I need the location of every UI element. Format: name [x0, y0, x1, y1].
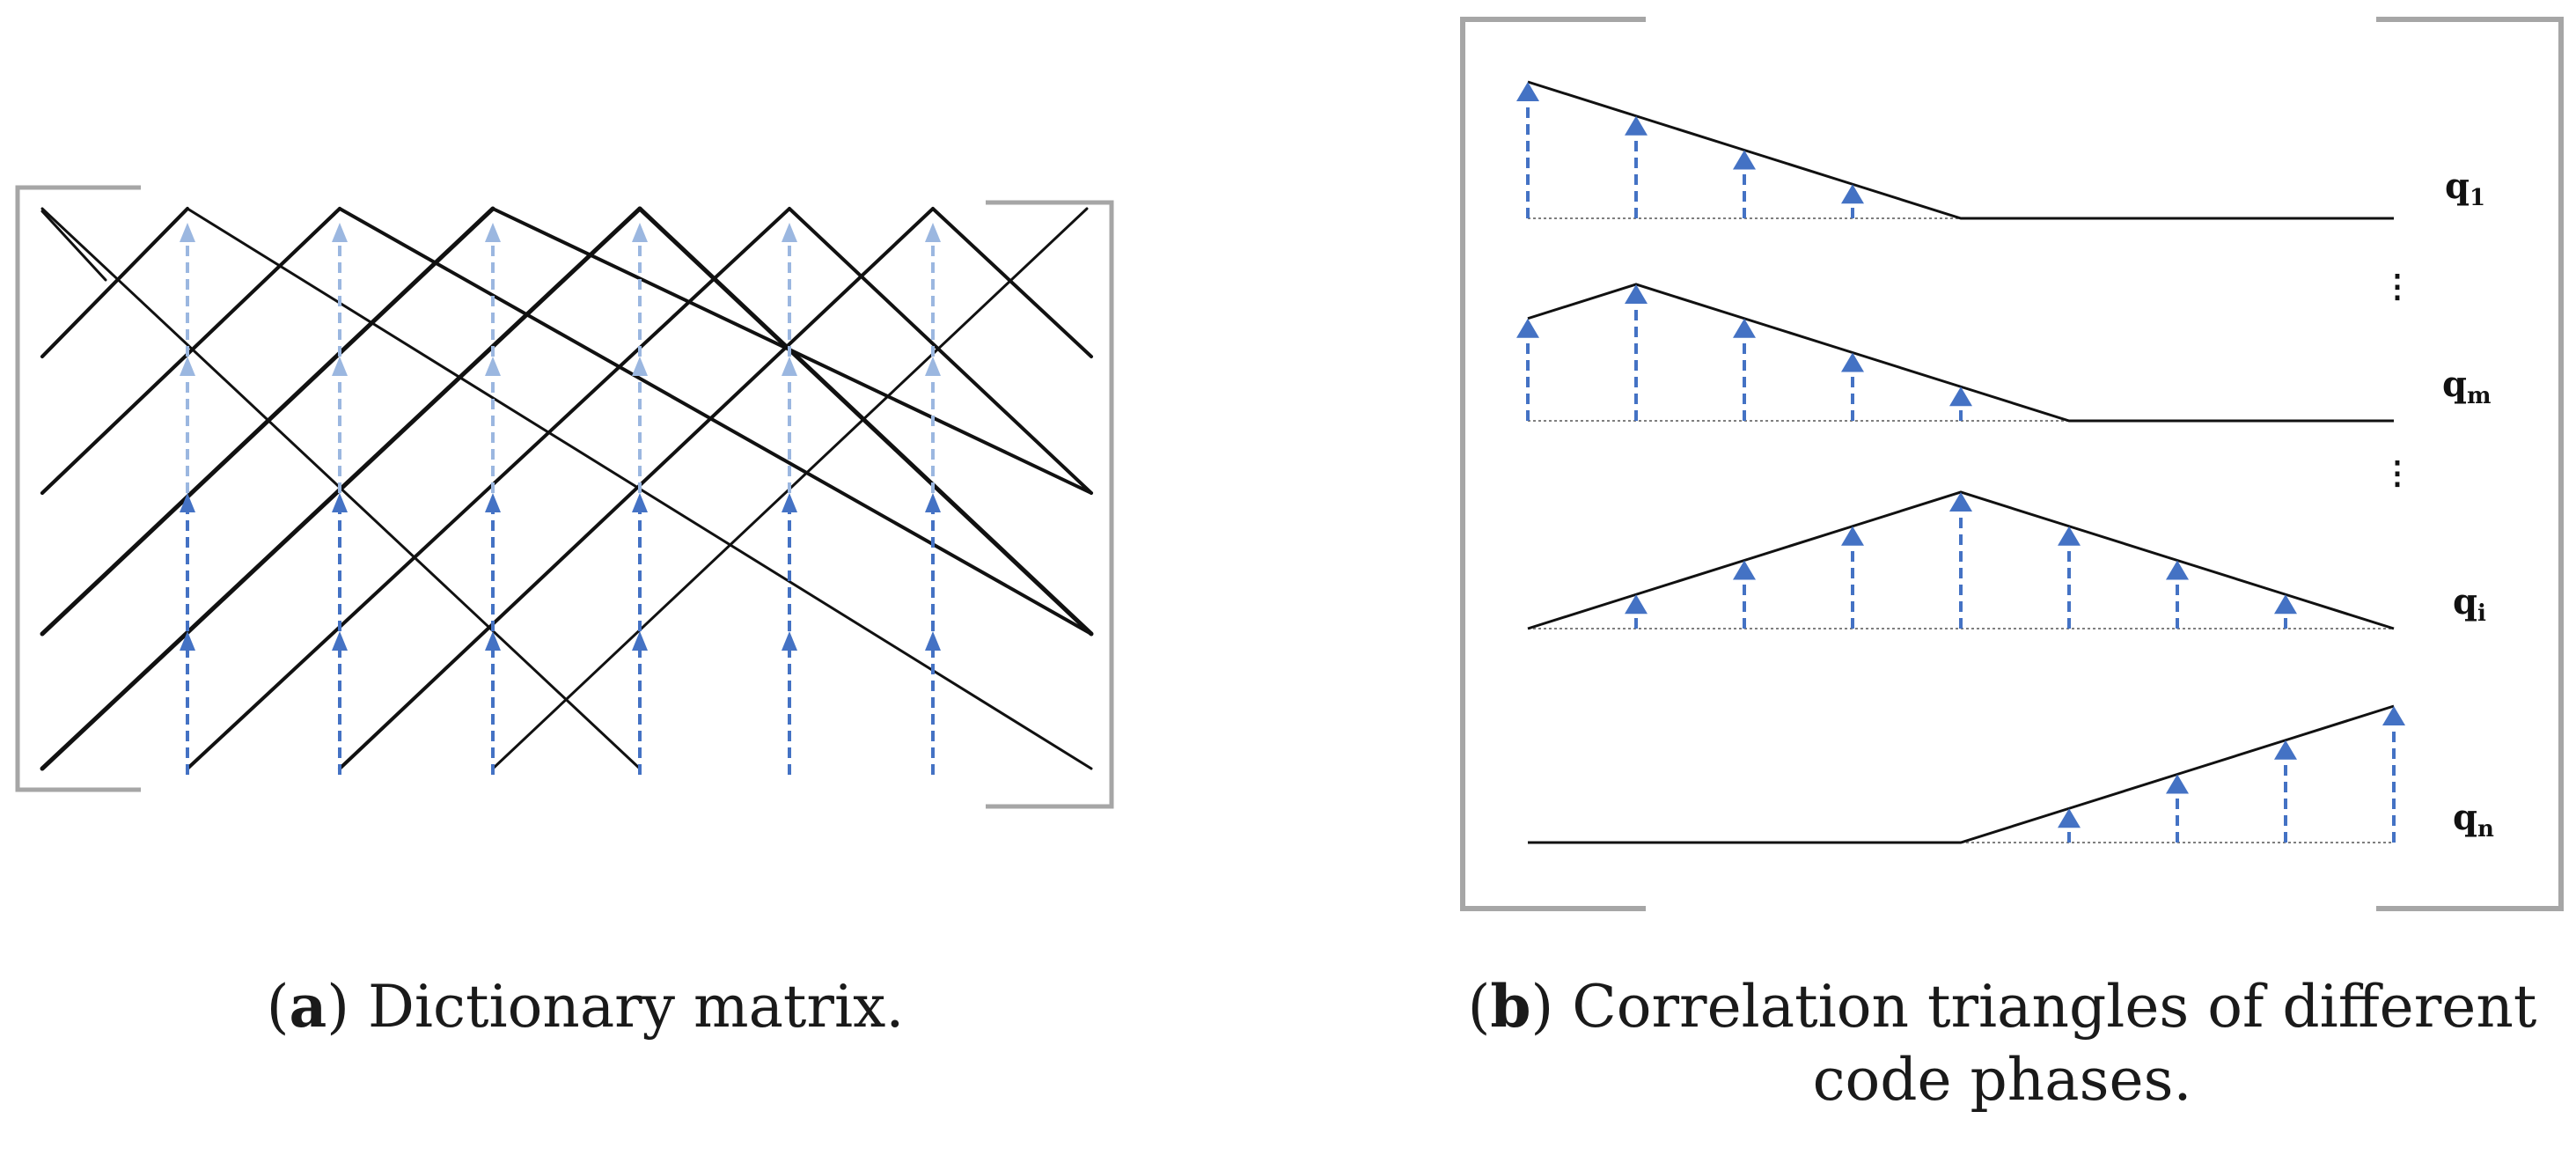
triangle-row-q1 — [1516, 80, 2394, 220]
arrow-qi-6 — [2166, 560, 2189, 629]
caption-a: (a) Dictionary matrix. — [266, 972, 905, 1041]
caption-a-label: a — [289, 972, 327, 1041]
triangles-right-bracket — [2376, 17, 2564, 911]
caption-b: (b) Correlation triangles of different c… — [1467, 972, 2537, 1114]
matrix-arrow-c4-r0 — [782, 631, 797, 775]
arrow-qi-4 — [1949, 492, 1972, 629]
row-label-qi: qi — [2453, 581, 2486, 627]
matrix-arrow-c2-r3 — [485, 223, 501, 357]
row-label-qn-sub: n — [2477, 816, 2494, 843]
matrix-line-17 — [40, 207, 495, 636]
ellipsis-2: ⋮ — [2382, 454, 2413, 491]
arrow-qn-6 — [2166, 774, 2189, 843]
envelope-q1 — [1527, 80, 2394, 220]
caption-b-label: b — [1490, 972, 1531, 1041]
matrix-arrow-c2-r2 — [485, 357, 501, 493]
matrix-arrow-c1-r0 — [332, 631, 348, 775]
matrix-arrow-c0-r1 — [180, 493, 195, 631]
matrix-arrow-c2-r1 — [485, 493, 501, 631]
arrow-q1-0 — [1516, 82, 1539, 218]
ellipsis-1: ⋮ — [2382, 268, 2413, 305]
row-label-qi-sub: i — [2477, 600, 2486, 627]
matrix-arrow-c4-r1 — [782, 493, 797, 631]
arrow-qi-1 — [1625, 594, 1648, 629]
row-label-qn: qn — [2453, 797, 2494, 843]
matrix-arrow-c4-r3 — [782, 223, 797, 357]
row-label-q1-name: q — [2445, 166, 2470, 207]
matrix-arrow-c3-r1 — [632, 493, 648, 631]
matrix-arrow-c4-r2 — [782, 357, 797, 493]
matrix-line-5 — [338, 207, 935, 770]
caption-a-text: Dictionary matrix. — [367, 973, 905, 1041]
row-label-qi-name: q — [2453, 581, 2477, 622]
row-label-qn-name: q — [2453, 797, 2477, 838]
matrix-left-bracket — [15, 185, 141, 792]
matrix-line-10 — [338, 207, 1093, 636]
arrow-qm-1 — [1625, 284, 1648, 421]
matrix-arrow-c1-r1 — [332, 493, 348, 631]
arrow-q1-2 — [1733, 150, 1756, 218]
matrix-line-16 — [40, 207, 341, 495]
arrow-qm-3 — [1841, 352, 1864, 421]
arrow-qi-5 — [2058, 526, 2081, 629]
matrix-line-14 — [931, 207, 1093, 358]
arrow-q1-3 — [1841, 184, 1864, 218]
envelope-qn — [1528, 704, 2395, 844]
row-label-q1-sub: 1 — [2469, 185, 2486, 211]
matrix-line-12 — [637, 206, 1094, 637]
row-label-qm-name: q — [2442, 364, 2467, 405]
matrix-arrow-c5-r1 — [925, 493, 941, 631]
row-label-qm-sub: m — [2466, 383, 2492, 409]
triangle-row-qm — [1516, 283, 2394, 423]
matrix-line-13 — [788, 207, 1093, 495]
matrix-arrow-c2-r0 — [485, 631, 501, 775]
matrix-code-arrows — [180, 223, 941, 775]
triangle-row-qi — [1527, 490, 2395, 630]
triangles-left-bracket — [1460, 17, 1646, 911]
matrix-arrow-c3-r0 — [632, 631, 648, 775]
matrix-arrow-c5-r0 — [925, 631, 941, 775]
matrix-arrow-c3-r2 — [632, 357, 648, 493]
matrix-arrow-c0-r3 — [180, 223, 195, 357]
arrow-qi-3 — [1841, 526, 1864, 629]
matrix-arrow-c5-r2 — [925, 357, 941, 493]
row-label-q1: q1 — [2445, 166, 2485, 211]
matrix-arrow-c0-r0 — [180, 631, 195, 775]
arrow-qm-0 — [1516, 318, 1539, 421]
arrow-qn-7 — [2274, 740, 2297, 843]
arrow-qn-8 — [2382, 706, 2405, 843]
matrix-line-15 — [40, 207, 189, 358]
arrow-qm-2 — [1733, 318, 1756, 421]
arrow-qm-4 — [1949, 386, 1972, 421]
matrix-right-bracket — [986, 200, 1114, 809]
triangle-row-qn — [1528, 704, 2405, 844]
row-label-qm: qm — [2442, 364, 2491, 409]
caption-b-text-line2: code phases. — [1812, 1045, 2192, 1114]
matrix-arrow-c0-r2 — [180, 357, 195, 493]
arrow-qi-2 — [1733, 560, 1756, 629]
correlation-triangle-rows — [1516, 80, 2405, 844]
arrow-qn-5 — [2058, 808, 2081, 843]
arrow-qi-7 — [2274, 594, 2297, 629]
arrow-q1-1 — [1625, 115, 1648, 218]
matrix-arrow-c5-r3 — [925, 223, 941, 357]
matrix-arrow-c3-r3 — [632, 223, 648, 357]
matrix-line-7 — [40, 210, 107, 282]
matrix-arrow-c1-r3 — [332, 223, 348, 357]
matrix-arrow-c1-r2 — [332, 357, 348, 493]
caption-b-text-line1: Correlation triangles of different — [1572, 973, 2537, 1041]
